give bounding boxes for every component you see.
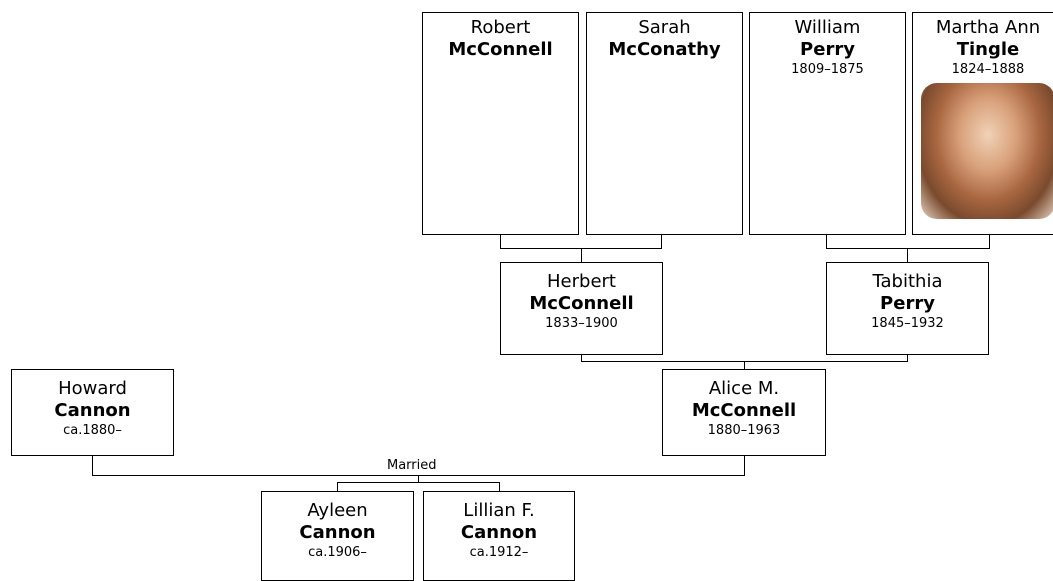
surname: Tingle [956, 39, 1020, 60]
connector [581, 248, 582, 262]
connector [826, 235, 827, 248]
life-dates: ca.1880– [63, 423, 122, 438]
surname: Perry [880, 293, 935, 314]
life-dates: 1824–1888 [951, 62, 1025, 77]
connector [826, 248, 990, 249]
connector [744, 456, 745, 475]
portrait-photo [921, 83, 1053, 219]
married-label: Married [385, 458, 439, 473]
person-card-tabithia-perry[interactable]: Tabithia Perry 1845–1932 [826, 262, 989, 355]
person-card-william-perry[interactable]: William Perry 1809–1875 [749, 12, 906, 235]
given-name: Ayleen [307, 500, 368, 521]
life-dates: ca.1906– [308, 545, 367, 560]
connector [907, 355, 908, 361]
connector [499, 482, 500, 491]
surname: Cannon [54, 400, 131, 421]
life-dates: 1833–1900 [545, 316, 618, 331]
surname: Cannon [299, 522, 376, 543]
surname: Perry [800, 39, 855, 60]
connector [337, 482, 338, 491]
surname: McConnell [529, 293, 634, 314]
life-dates: 1880–1963 [707, 423, 781, 438]
given-name: Alice M. [708, 378, 780, 399]
connector [337, 482, 500, 483]
given-name: William [794, 17, 861, 38]
surname: McConnell [691, 400, 797, 421]
surname: Cannon [460, 522, 538, 543]
person-card-ayleen-cannon[interactable]: Ayleen Cannon ca.1906– [261, 491, 414, 581]
connector [989, 235, 990, 248]
surname: McConnell [448, 39, 553, 60]
person-card-herbert-mcconnell[interactable]: Herbert McConnell 1833–1900 [500, 262, 663, 355]
given-name: Howard [58, 378, 127, 399]
connector [744, 361, 745, 369]
person-card-martha-ann-tingle[interactable]: Martha Ann Tingle 1824–1888 [912, 12, 1053, 235]
person-card-lillian-cannon[interactable]: Lillian F. Cannon ca.1912– [423, 491, 575, 581]
given-name: Tabithia [872, 271, 943, 292]
person-card-sarah-mcconathy[interactable]: Sarah McConathy [586, 12, 743, 235]
connector [418, 475, 419, 482]
connector [92, 456, 93, 475]
connector [907, 248, 908, 262]
life-dates: 1845–1932 [871, 316, 944, 331]
given-name: Herbert [547, 271, 616, 292]
person-card-howard-cannon[interactable]: Howard Cannon ca.1880– [11, 369, 174, 456]
given-name: Robert [470, 17, 531, 38]
person-card-alice-mcconnell[interactable]: Alice M. McConnell 1880–1963 [662, 369, 826, 456]
life-dates: ca.1912– [469, 545, 529, 560]
life-dates: 1809–1875 [791, 62, 864, 77]
given-name: Lillian F. [463, 500, 535, 521]
person-card-robert-mcconnell[interactable]: Robert McConnell [422, 12, 579, 235]
surname: McConathy [608, 39, 721, 60]
connector [661, 235, 662, 248]
connector [581, 355, 582, 361]
given-name: Martha Ann [935, 17, 1041, 38]
connector [500, 235, 501, 248]
given-name: Sarah [638, 17, 691, 38]
